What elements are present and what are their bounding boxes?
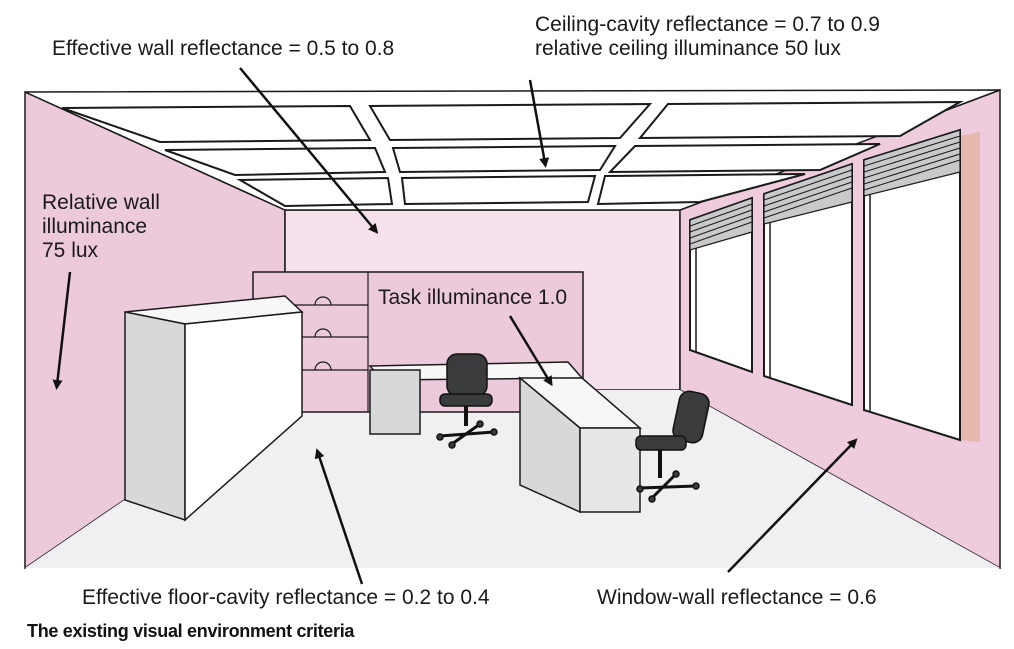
label-floor-cavity: Effective floor-cavity reflectance = 0.2… [82, 586, 490, 609]
label-relative-wall-line3: 75 lux [42, 239, 99, 262]
figure-caption: The existing visual environment criteria [27, 621, 355, 641]
label-effective-wall: Effective wall reflectance = 0.5 to 0.8 [52, 37, 395, 60]
front-cabinet [124, 295, 304, 522]
label-window-wall: Window-wall reflectance = 0.6 [597, 586, 877, 609]
window-blinds [689, 129, 961, 251]
arrow-ceiling-cavity [528, 79, 550, 168]
l-desk [368, 361, 643, 514]
ceiling-tiles [61, 100, 964, 208]
arrow-window-wall [727, 438, 858, 573]
arrow-floor-cavity [314, 448, 364, 585]
label-relative-wall-line2: illuminance [42, 215, 148, 238]
label-ceiling-line2: relative ceiling illuminance 50 lux [535, 37, 841, 60]
label-relative-wall-line1: Relative wall [42, 191, 160, 214]
label-relative-wall: Relative wall illuminance 75 lux [42, 191, 160, 263]
arrow-relative-wall [52, 271, 72, 390]
label-task-illuminance: Task illuminance 1.0 [378, 286, 568, 309]
back-chair [436, 353, 498, 449]
front-chair [635, 390, 710, 503]
arrow-task-illuminance [508, 315, 553, 387]
arrow-effective-wall [239, 67, 379, 234]
label-ceiling-line1: Ceiling-cavity reflectance = 0.7 to 0.9 [535, 13, 880, 36]
label-ceiling-cavity: Ceiling-cavity reflectance = 0.7 to 0.9 … [535, 13, 880, 61]
